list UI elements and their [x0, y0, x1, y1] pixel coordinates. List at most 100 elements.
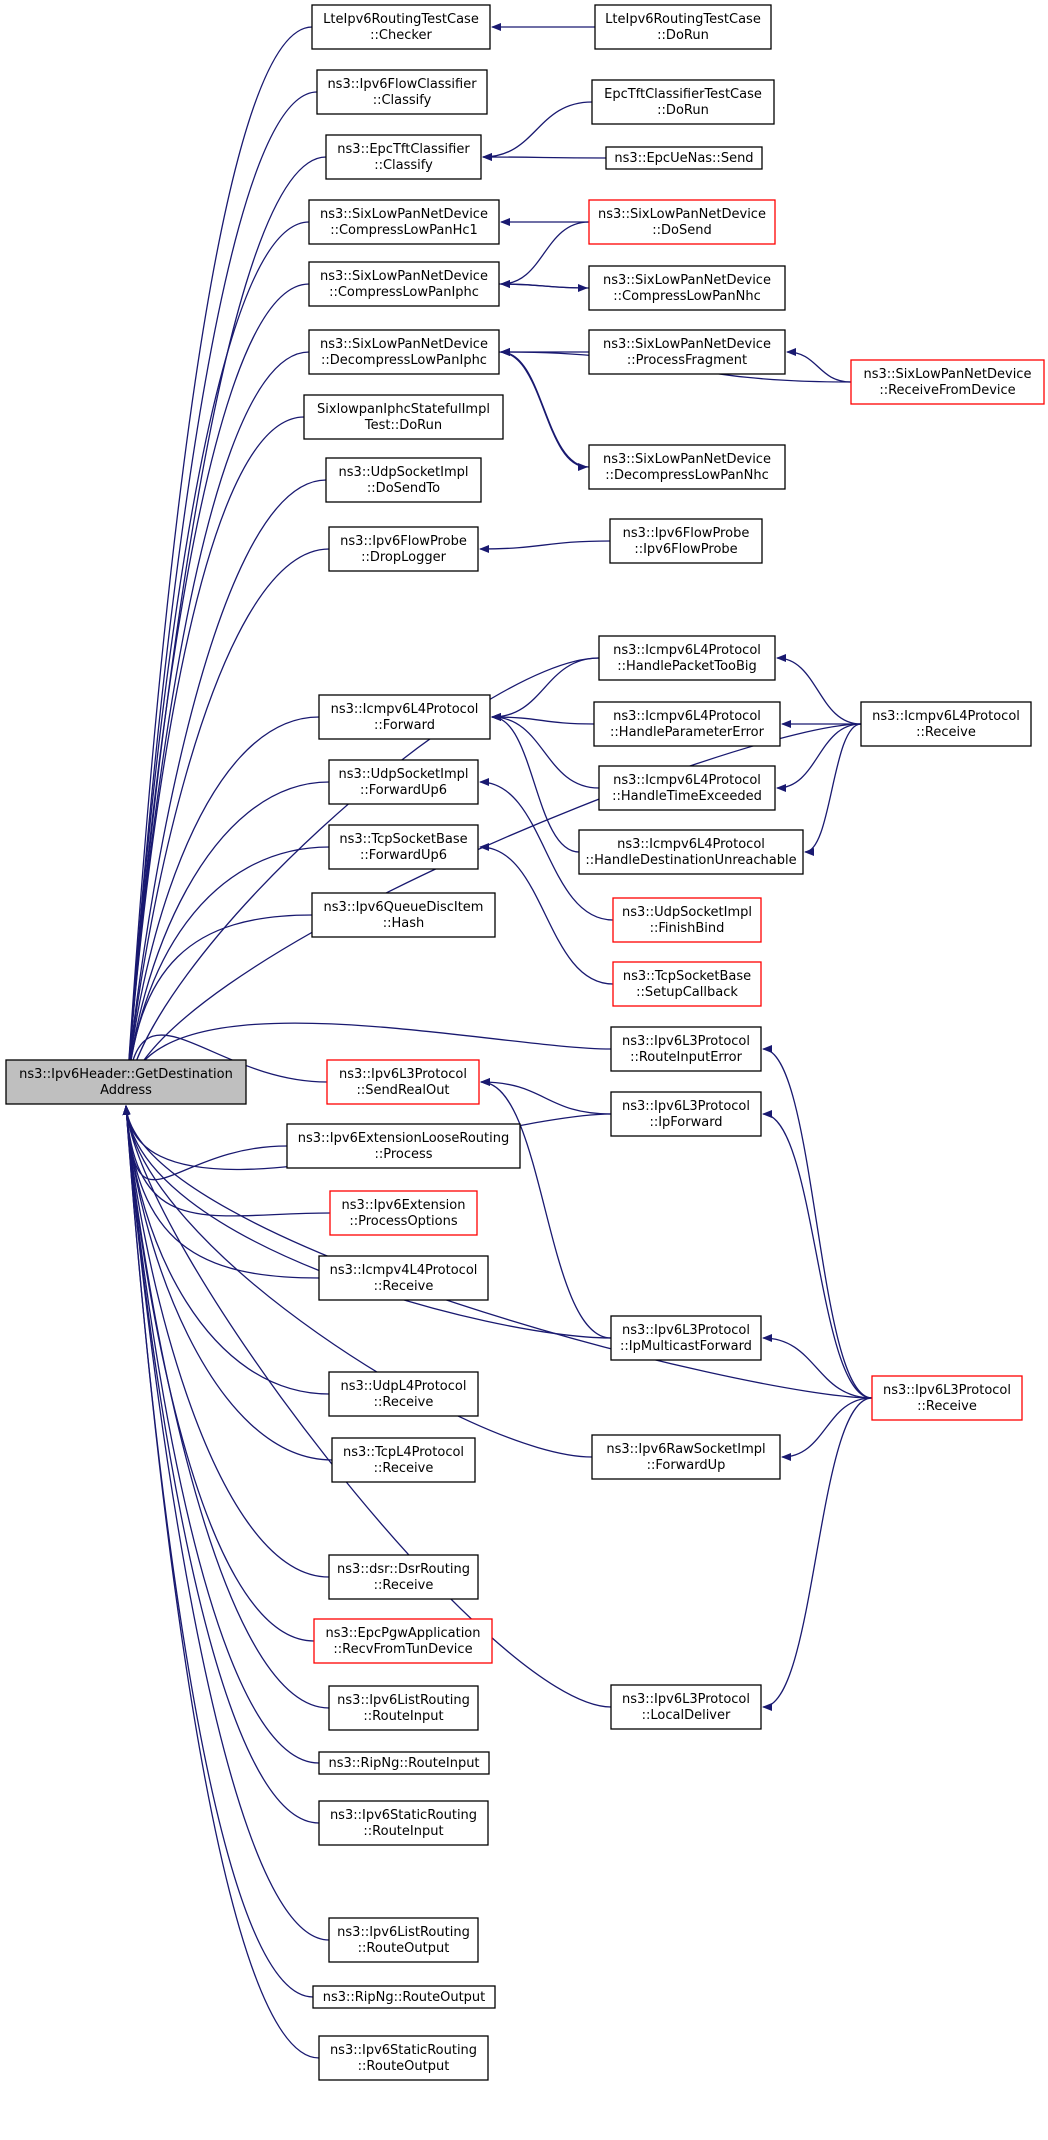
- function-node[interactable]: ns3::Ipv6L3Protocol::SendRealOut: [326, 1059, 480, 1105]
- node-label: ns3::TcpSocketBase: [339, 832, 467, 847]
- function-node[interactable]: ns3::SixLowPanNetDevice::CompressLowPanI…: [308, 261, 500, 307]
- node-label: ns3::dsr::DsrRouting: [337, 1562, 470, 1577]
- node-box: [871, 1375, 1023, 1421]
- node-box: [325, 134, 482, 180]
- node-label: ns3::SixLowPanNetDevice: [603, 337, 771, 352]
- function-node[interactable]: ns3::UdpSocketImpl::ForwardUp6: [328, 759, 479, 805]
- node-box: [612, 961, 762, 1007]
- call-edge: [480, 1078, 612, 1115]
- function-node[interactable]: ns3::RipNg::RouteInput: [318, 1751, 490, 1775]
- function-node[interactable]: LteIpv6RoutingTestCase::Checker: [311, 4, 491, 50]
- function-node[interactable]: ns3::Ipv6L3Protocol::IpMulticastForward: [610, 1315, 762, 1361]
- node-label: ns3::EpcUeNas::Send: [614, 151, 753, 166]
- function-node[interactable]: ns3::Icmpv6L4Protocol::HandleParameterEr…: [593, 701, 781, 747]
- node-label: ns3::Ipv6ListRouting: [337, 1693, 470, 1708]
- call-edge: [804, 723, 862, 856]
- node-label: ns3::Icmpv6L4Protocol: [613, 709, 761, 724]
- function-node[interactable]: ns3::Ipv6StaticRouting::RouteOutput: [318, 2035, 489, 2081]
- node-label: ns3::SixLowPanNetDevice: [320, 269, 488, 284]
- function-node[interactable]: ns3::UdpSocketImpl::FinishBind: [612, 897, 762, 943]
- function-node[interactable]: ns3::Ipv6Extension::ProcessOptions: [329, 1190, 478, 1236]
- function-node[interactable]: ns3::Icmpv6L4Protocol::HandleDestination…: [578, 829, 804, 875]
- function-node[interactable]: ns3::EpcTftClassifier::Classify: [325, 134, 482, 180]
- call-edge: [491, 713, 600, 789]
- node-label: ns3::SixLowPanNetDevice: [320, 337, 488, 352]
- function-node[interactable]: ns3::TcpSocketBase::ForwardUp6: [328, 824, 479, 870]
- call-edge: [491, 713, 595, 725]
- node-label: ::Receive: [916, 725, 976, 740]
- function-node[interactable]: ns3::EpcUeNas::Send: [605, 146, 763, 170]
- function-node[interactable]: ns3::TcpL4Protocol::Receive: [331, 1437, 476, 1483]
- function-node[interactable]: ns3::Ipv6ExtensionLooseRouting::Process: [286, 1123, 521, 1169]
- call-edge: [122, 781, 330, 1103]
- node-box: [612, 897, 762, 943]
- call-edge: [122, 91, 318, 1103]
- node-box: [588, 329, 786, 375]
- node-label: ::Forward: [374, 718, 435, 733]
- node-box: [316, 69, 488, 115]
- function-node[interactable]: ns3::Icmpv6L4Protocol::HandlePacketTooBi…: [598, 635, 776, 681]
- function-node[interactable]: LteIpv6RoutingTestCase::DoRun: [594, 4, 772, 50]
- node-label: ns3::Ipv6FlowProbe: [340, 534, 467, 549]
- call-edge: [122, 1105, 593, 1458]
- function-node[interactable]: ns3::Ipv6FlowProbe::Ipv6FlowProbe: [609, 518, 763, 564]
- node-label: ns3::Ipv6L3Protocol: [622, 1034, 750, 1049]
- node-label: ::DecompressLowPanNhc: [605, 468, 769, 483]
- function-node[interactable]: ns3::dsr::DsrRouting::Receive: [328, 1554, 479, 1600]
- function-node[interactable]: ns3::Ipv6FlowProbe::DropLogger: [328, 526, 479, 572]
- node-box: [594, 4, 772, 50]
- function-node[interactable]: ns3::Ipv6RawSocketImpl::ForwardUp: [591, 1434, 781, 1480]
- node-label: ::DoSendTo: [367, 481, 440, 496]
- function-node[interactable]: ns3::SixLowPanNetDevice::CompressLowPanN…: [588, 265, 786, 311]
- node-label: ns3::SixLowPanNetDevice: [598, 207, 766, 222]
- node-label: ns3::EpcTftClassifier: [337, 142, 470, 157]
- function-node[interactable]: ns3::SixLowPanNetDevice::DoSend: [588, 199, 776, 245]
- function-node[interactable]: ns3::SixLowPanNetDevice::DecompressLowPa…: [588, 444, 786, 490]
- node-box: [5, 1059, 247, 1105]
- function-node[interactable]: ns3::Ipv6L3Protocol::Receive: [871, 1375, 1023, 1421]
- node-label: ns3::Ipv6ExtensionLooseRouting: [298, 1131, 509, 1146]
- function-node[interactable]: ns3::UdpL4Protocol::Receive: [328, 1371, 479, 1417]
- function-node[interactable]: ns3::Icmpv6L4Protocol::HandleTimeExceede…: [598, 765, 776, 811]
- call-edge: [482, 101, 593, 161]
- node-label: ::HandlePacketTooBig: [617, 659, 757, 674]
- call-edge: [776, 654, 862, 725]
- node-box: [328, 1917, 479, 1963]
- call-edge: [122, 1105, 330, 1941]
- function-node[interactable]: ns3::EpcPgwApplication::RecvFromTunDevic…: [313, 1618, 493, 1664]
- function-node[interactable]: ns3::Icmpv4L4Protocol::Receive: [318, 1255, 489, 1301]
- call-edge: [781, 1397, 873, 1461]
- function-node[interactable]: ns3::Ipv6ListRouting::RouteInput: [328, 1685, 479, 1731]
- node-label: LteIpv6RoutingTestCase: [605, 12, 761, 27]
- node-label: ::DoRun: [657, 28, 709, 43]
- function-node[interactable]: ns3::UdpSocketImpl::DoSendTo: [325, 457, 482, 503]
- function-node[interactable]: ns3::SixLowPanNetDevice::ProcessFragment: [588, 329, 786, 375]
- function-node[interactable]: ns3::Ipv6L3Protocol::RouteInputError: [610, 1026, 762, 1072]
- node-label: Address: [100, 1083, 152, 1098]
- function-node[interactable]: EpcTftClassifierTestCase::DoRun: [591, 79, 775, 125]
- node-box: [593, 701, 781, 747]
- function-node[interactable]: ns3::SixLowPanNetDevice::ReceiveFromDevi…: [850, 359, 1045, 405]
- function-node[interactable]: ns3::Ipv6QueueDiscItem::Hash: [311, 892, 496, 938]
- function-node[interactable]: ns3::Icmpv6L4Protocol::Receive: [860, 701, 1032, 747]
- node-label: ns3::Icmpv6L4Protocol: [617, 837, 765, 852]
- function-node[interactable]: ns3::TcpSocketBase::SetupCallback: [612, 961, 762, 1007]
- function-node[interactable]: ns3::Ipv6L3Protocol::LocalDeliver: [610, 1684, 762, 1730]
- function-node[interactable]: ns3::RipNg::RouteOutput: [312, 1985, 496, 2009]
- function-node[interactable]: ns3::SixLowPanNetDevice::CompressLowPanH…: [308, 199, 500, 245]
- node-label: ns3::Ipv6L3Protocol: [622, 1323, 750, 1338]
- node-label: ::Receive: [917, 1399, 977, 1414]
- node-label: ns3::UdpL4Protocol: [341, 1379, 467, 1394]
- node-label: ::SetupCallback: [636, 985, 738, 1000]
- function-node[interactable]: ns3::SixLowPanNetDevice::DecompressLowPa…: [308, 329, 500, 375]
- node-box: [328, 1685, 479, 1731]
- function-node[interactable]: ns3::Icmpv6L4Protocol::Forward: [318, 694, 491, 740]
- call-edge: [491, 713, 580, 853]
- function-node[interactable]: ns3::Ipv6FlowClassifier::Classify: [316, 69, 488, 115]
- function-node[interactable]: ns3::Ipv6StaticRouting::RouteInput: [318, 1800, 489, 1846]
- function-node[interactable]: ns3::Ipv6ListRouting::RouteOutput: [328, 1917, 479, 1963]
- function-node[interactable]: ns3::Ipv6L3Protocol::IpForward: [610, 1091, 762, 1137]
